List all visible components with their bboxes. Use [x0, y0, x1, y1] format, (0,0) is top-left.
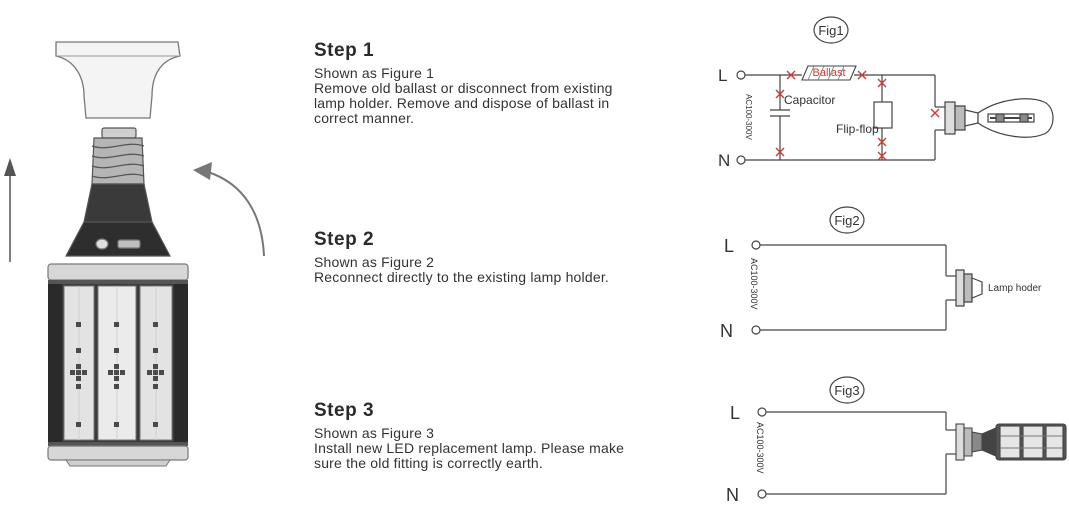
step-1-line: lamp holder. Remove and dispose of balla… — [314, 95, 610, 111]
step-3-title: Step 3 — [314, 400, 375, 421]
fig1-label: Fig1 — [818, 23, 843, 38]
fig3-label: Fig3 — [834, 383, 859, 398]
step-1-line: Remove old ballast or disconnect from ex… — [314, 80, 613, 96]
step-2-subtitle: Shown as Figure 2 — [314, 254, 435, 270]
lamp-collar — [47, 263, 189, 284]
step-3-line: Install new LED replacement lamp. Please… — [314, 440, 625, 456]
step-1-body: Shown as Figure 1 Remove old ballast or … — [314, 66, 704, 126]
fig2-lamp-holder-label: Lamp hoder — [988, 283, 1042, 294]
lamp-holder-icon — [955, 269, 983, 307]
fig1-flipflop: Flip-flop — [836, 122, 879, 136]
lamp-body — [48, 284, 188, 442]
step-2-title: Step 2 — [314, 229, 375, 250]
up-arrow-icon — [4, 158, 16, 262]
fig1-terminal-l: L — [718, 66, 727, 85]
fig2-label: Fig2 — [834, 213, 859, 228]
step-1-title: Step 1 — [314, 40, 375, 61]
step-2: Step 2 Shown as Figure 2 Reconnect direc… — [314, 229, 704, 285]
step-1-subtitle: Shown as Figure 1 — [314, 65, 435, 81]
step-3-body: Shown as Figure 3 Install new LED replac… — [314, 426, 704, 471]
disconnect-cross-icons — [775, 70, 940, 161]
step-1: Step 1 Shown as Figure 1 Remove old ball… — [314, 40, 704, 126]
lamp-illustration — [4, 41, 265, 467]
fig1-capacitor: Capacitor — [784, 93, 835, 107]
step-3: Step 3 Shown as Figure 3 Install new LED… — [314, 400, 704, 471]
fig2-terminal-n: N — [720, 321, 733, 341]
figure-1: Fig1 L N AC100-300V Ballast Capacitor Fl… — [700, 10, 1069, 195]
led-lamp-icon — [955, 423, 1067, 461]
hid-lamp-icon — [944, 98, 1054, 138]
fig3-voltage: AC100-300V — [755, 422, 765, 474]
step-1-line: correct manner. — [314, 110, 415, 126]
fig1-terminal-n: N — [718, 151, 730, 170]
rotate-arrow-icon — [193, 162, 265, 257]
screw-base — [91, 127, 145, 185]
lamp-neck — [65, 183, 171, 257]
step-2-line: Reconnect directly to the existing lamp … — [314, 269, 609, 285]
step-2-body: Shown as Figure 2 Reconnect directly to … — [314, 255, 704, 285]
figure-2: Fig2 L N AC100-300V Lamp hoder — [700, 200, 1069, 355]
figure-3: Fig3 L N AC100-300V — [700, 370, 1069, 521]
step-3-subtitle: Shown as Figure 3 — [314, 425, 435, 441]
lamp-socket — [55, 41, 181, 119]
fig2-voltage: AC100-300V — [749, 258, 759, 310]
fig3-terminal-l: L — [730, 403, 740, 423]
fig1-voltage: AC100-300V — [744, 94, 753, 140]
lamp-bottom-cap — [47, 442, 189, 467]
fig1-ballast: Ballast — [812, 67, 845, 79]
fig3-terminal-n: N — [726, 485, 739, 505]
fig2-terminal-l: L — [724, 236, 734, 256]
step-3-line: sure the old fitting is correctly earth. — [314, 455, 543, 471]
